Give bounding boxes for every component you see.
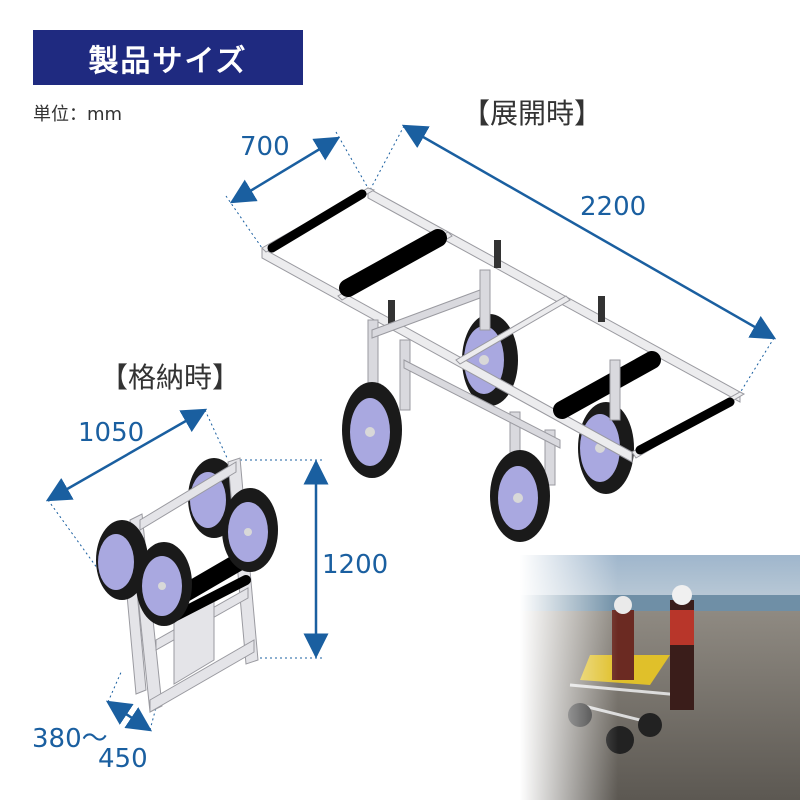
stored-cart-illustration [96, 457, 278, 713]
dim-line-2200 [401, 124, 777, 340]
dim-line-380-450 [105, 700, 153, 732]
usage-photo [520, 555, 800, 800]
unit-label: 単位：mm [33, 104, 123, 125]
wheel-icon [342, 382, 402, 478]
wheel-icon [222, 488, 278, 572]
page-title: 製品サイズ [88, 43, 248, 79]
stored-depth-dimension-bottom: 450 [98, 744, 148, 774]
dim-line-700 [229, 136, 341, 204]
page-title-banner: 製品サイズ [33, 30, 303, 85]
stored-section-label: 【格納時】 [100, 361, 241, 394]
expanded-section-label: 【展開時】 [462, 97, 603, 130]
wheel-icon [136, 542, 192, 626]
stored-height-dimension: 1200 [322, 550, 389, 580]
expanded-cart-illustration [261, 187, 746, 542]
dim-line-1050 [45, 408, 208, 502]
dimension-lines [45, 124, 777, 732]
wheel-icon [96, 520, 148, 600]
stored-depth-dimension-top: 380〜 [32, 724, 108, 754]
wheel-icon [490, 450, 550, 542]
